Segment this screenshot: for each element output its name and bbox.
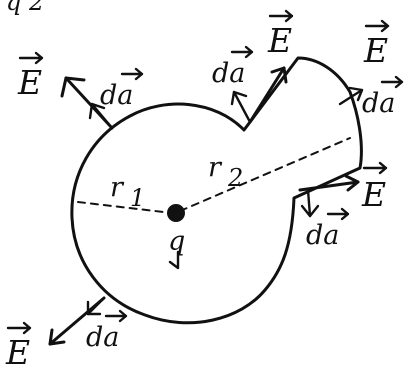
field-arrowhead-upper-middle	[270, 66, 288, 84]
field-arrow-upper-middle	[248, 66, 286, 124]
field-label-upper-middle: E	[267, 21, 292, 60]
area-label-lower-right: da	[306, 220, 339, 251]
radius-r2-dashed-line	[179, 137, 351, 212]
area-label-lower-left: da	[86, 322, 119, 353]
gaussian-surface-outline	[70, 56, 363, 325]
charge-label: q	[168, 226, 185, 257]
radius-r1-label: r	[110, 172, 125, 203]
field-arrow-lower-right	[298, 180, 360, 192]
field-arrowhead-lower-left	[48, 328, 66, 346]
vector-bar-icon-upper-middle-da	[230, 45, 254, 59]
vector-bar-icon-lower-right-da	[326, 207, 350, 221]
point-charge-dot	[167, 204, 185, 222]
area-label-upper-middle: da	[212, 58, 245, 89]
area-label-upper-left: da	[100, 80, 133, 111]
vector-bar-icon-upper-left-E	[18, 51, 44, 65]
area-arrowhead-lower-left	[86, 300, 102, 316]
field-arrowhead-upper-left	[60, 76, 86, 98]
field-label-lower-left: E	[5, 333, 30, 372]
charge-underline-tick	[168, 250, 180, 270]
vector-bar-icon-lower-left-E	[6, 321, 32, 335]
area-arrowhead-upper-left	[88, 102, 106, 120]
field-label-upper-left: E	[17, 63, 42, 102]
field-label-upper-right: E	[363, 31, 388, 70]
vector-bar-icon-upper-right-da	[380, 75, 404, 89]
vector-bar-icon-upper-right-E	[364, 19, 390, 33]
area-label-upper-right: da	[362, 88, 395, 119]
area-arrowhead-upper-right	[348, 86, 364, 102]
radius-r1-subscript: 1	[130, 184, 145, 212]
area-arrowhead-lower-right	[300, 204, 320, 218]
vector-bar-icon-lower-left-da	[104, 309, 128, 323]
area-arrow-upper-middle	[232, 90, 252, 124]
area-arrow-lower-left	[86, 296, 106, 316]
vector-bar-icon-lower-right-E	[362, 161, 388, 175]
area-arrow-lower-right	[306, 188, 312, 218]
vector-bar-icon-upper-middle-E	[268, 9, 294, 23]
radius-r1-dashed-line	[77, 201, 173, 214]
field-label-lower-right: E	[361, 175, 386, 214]
area-arrow-upper-right	[338, 88, 364, 106]
area-arrow-upper-left	[90, 102, 114, 130]
vector-bar-icon-upper-left-da	[120, 67, 144, 81]
area-arrowhead-upper-middle	[230, 90, 248, 106]
radius-r2-label: r	[208, 152, 223, 183]
cropped-top-text: q 2	[6, 0, 44, 16]
radius-r2-subscript: 2	[227, 164, 243, 192]
field-arrowhead-lower-right	[344, 174, 360, 192]
